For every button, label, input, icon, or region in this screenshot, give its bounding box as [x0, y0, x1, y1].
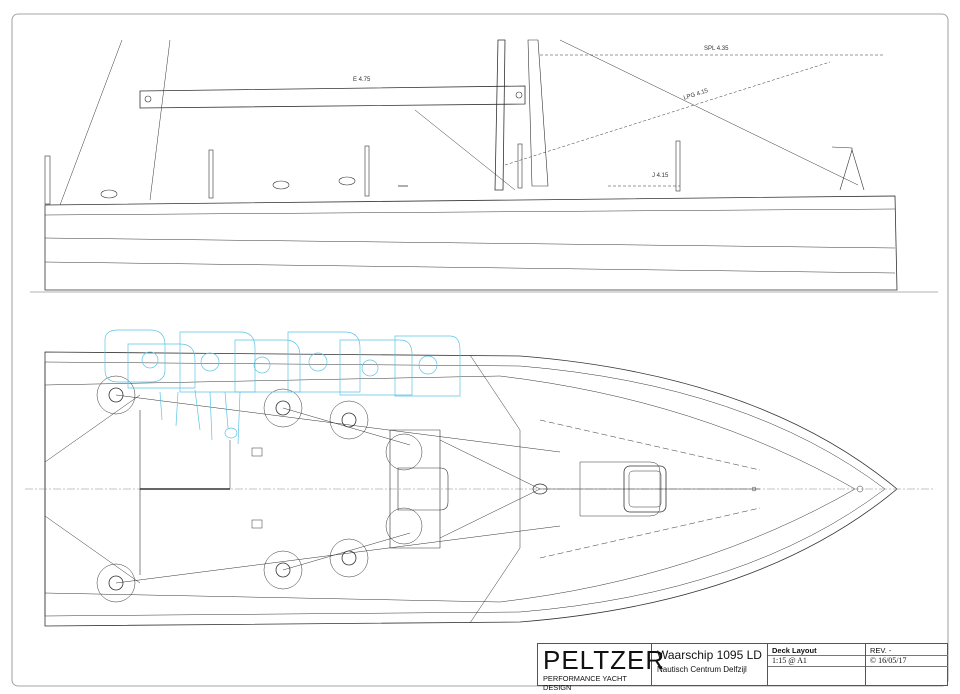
- divider: [866, 655, 948, 656]
- client-name: Nautisch Centrum Delfzijl: [657, 665, 747, 674]
- project-cell: Waarschip 1095 LD Nautisch Centrum Delfz…: [651, 644, 767, 685]
- project-name: Waarschip 1095 LD: [657, 648, 762, 662]
- date-value: 16/05/17: [878, 656, 907, 665]
- logo: PELTZER PERFORMANCE YACHT DESIGN: [538, 644, 664, 692]
- companionway: [397, 467, 449, 511]
- deck-plan: [25, 351, 935, 627]
- divider: [768, 655, 866, 656]
- hull-side: [44, 195, 898, 291]
- revision-cell: REV. - © 16/05/17: [865, 644, 948, 685]
- mast-base: [532, 483, 548, 495]
- sheet-frame: [11, 13, 949, 687]
- title-block: PELTZER PERFORMANCE YACHT DESIGN Waarsch…: [537, 643, 948, 692]
- brand-name: PELTZER: [543, 645, 666, 675]
- revision-date: © 16/05/17: [870, 656, 907, 665]
- sheet-cell: Deck Layout 1:15 @ A1: [767, 644, 866, 685]
- sheet-title: Deck Layout: [772, 646, 817, 655]
- side-profile: [30, 39, 938, 293]
- forward-hatch: [623, 465, 667, 513]
- revision-label: REV. -: [870, 646, 892, 655]
- mast: [494, 39, 506, 191]
- crew-figures: [104, 329, 461, 445]
- divider: [866, 666, 948, 667]
- brand-tagline: PERFORMANCE YACHT DESIGN: [543, 674, 627, 692]
- dimension-spl: SPL 4.35: [704, 46, 729, 52]
- dimension-e: E 4.75: [353, 77, 371, 83]
- dimension-j: J 4.15: [652, 173, 669, 179]
- boom: [139, 85, 526, 109]
- scale: 1:15 @ A1: [772, 656, 807, 665]
- divider: [768, 666, 866, 667]
